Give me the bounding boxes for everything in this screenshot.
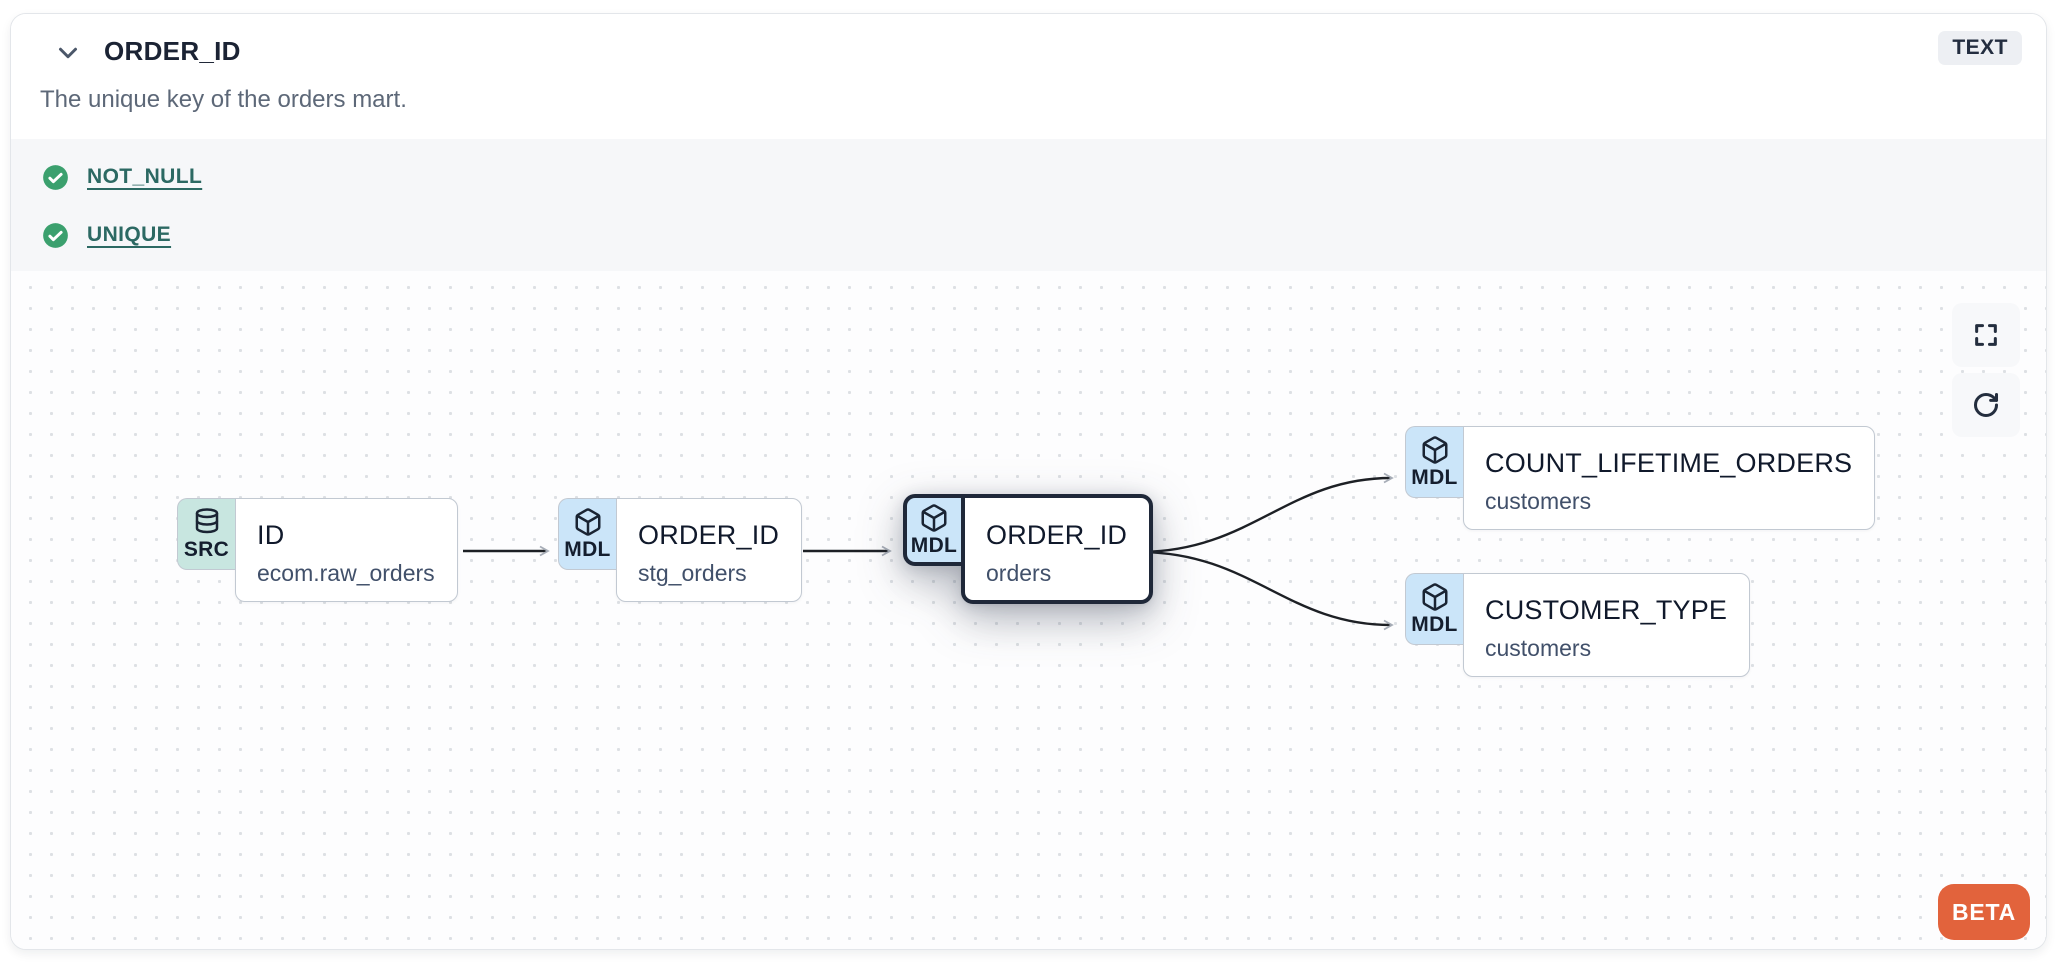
node-id-ecom-raw-orders[interactable]: SRC ID ecom.raw_orders: [177, 498, 458, 602]
fullscreen-button[interactable]: [1952, 303, 2020, 367]
node-subtitle: customers: [1485, 488, 1592, 514]
node-badge-label: MDL: [1411, 465, 1458, 489]
node-body: ORDER_ID orders: [961, 494, 1154, 604]
database-icon: [195, 507, 218, 533]
node-body: CUSTOMER_TYPE customers: [1463, 573, 1751, 677]
fullscreen-icon: [1975, 324, 1997, 346]
lineage-canvas[interactable]: SRC ID ecom.raw_orders MDL ORDER_ID stg_…: [11, 271, 2046, 949]
node-title: COUNT_LIFETIME_ORDERS: [1485, 448, 1853, 478]
cube-icon: [575, 507, 600, 536]
node-body: ID ecom.raw_orders: [235, 498, 458, 602]
check-circle-icon: [43, 222, 68, 248]
node-badge-mdl: MDL: [1405, 426, 1463, 498]
node-subtitle: ecom.raw_orders: [257, 560, 435, 586]
node-title: CUSTOMER_TYPE: [1485, 595, 1728, 625]
refresh-button[interactable]: [1952, 373, 2020, 437]
node-badge-mdl: MDL: [903, 494, 961, 566]
node-order-id-orders[interactable]: MDL ORDER_ID orders: [903, 494, 1154, 604]
refresh-icon: [1974, 392, 1999, 417]
column-details-card: ORDER_ID TEXT The unique key of the orde…: [10, 13, 2047, 950]
card-header: ORDER_ID TEXT The unique key of the orde…: [11, 14, 2046, 139]
node-badge-mdl: MDL: [1405, 573, 1463, 645]
lineage-edges: [463, 472, 1394, 631]
test-link-not-null[interactable]: NOT_NULL: [87, 165, 203, 188]
node-badge-mdl: MDL: [558, 498, 616, 570]
node-body: ORDER_ID stg_orders: [616, 498, 803, 602]
collapse-toggle-button[interactable]: [49, 34, 87, 72]
cube-icon: [921, 503, 947, 532]
page-title: ORDER_ID: [104, 36, 241, 66]
test-link-unique[interactable]: UNIQUE: [87, 223, 172, 246]
node-title: ORDER_ID: [638, 520, 780, 550]
tests-section: NOT_NULL UNIQUE: [11, 139, 2046, 271]
node-count-lifetime-orders[interactable]: MDL COUNT_LIFETIME_ORDERS customers: [1405, 426, 1876, 530]
node-subtitle: stg_orders: [638, 560, 747, 586]
column-type-badge: TEXT: [1938, 31, 2022, 65]
beta-badge: BETA: [1938, 884, 2030, 940]
node-badge-label: MDL: [910, 533, 958, 557]
node-subtitle: orders: [986, 560, 1052, 586]
node-badge-label: MDL: [1411, 612, 1458, 636]
node-order-id-stg-orders[interactable]: MDL ORDER_ID stg_orders: [558, 498, 803, 602]
node-badge-label: MDL: [564, 537, 611, 561]
node-title: ID: [257, 520, 285, 550]
column-description: The unique key of the orders mart.: [40, 86, 407, 113]
node-subtitle: customers: [1485, 635, 1592, 661]
node-customer-type[interactable]: MDL CUSTOMER_TYPE customers: [1405, 573, 1751, 677]
cube-icon: [1422, 435, 1447, 464]
test-row-not-null: NOT_NULL: [42, 159, 2046, 195]
node-badge-label: SRC: [183, 537, 230, 561]
chevron-down-icon: [59, 47, 77, 59]
node-body: COUNT_LIFETIME_ORDERS customers: [1463, 426, 1876, 530]
test-row-unique: UNIQUE: [42, 217, 2046, 253]
node-badge-src: SRC: [177, 498, 235, 570]
check-circle-icon: [43, 164, 68, 190]
cube-icon: [1422, 582, 1447, 611]
node-title: ORDER_ID: [986, 520, 1128, 550]
